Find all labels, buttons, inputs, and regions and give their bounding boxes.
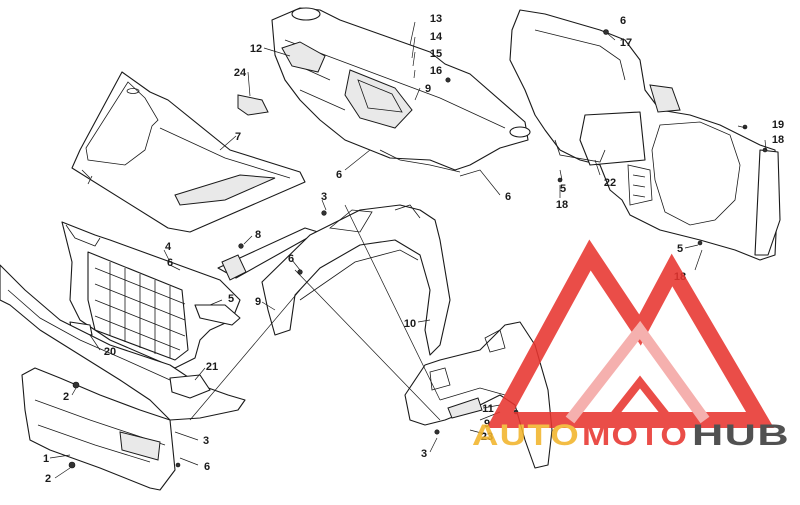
callout-9-top: 9 <box>425 83 431 95</box>
front-dash-assembly <box>271 7 531 173</box>
callout-19: 19 <box>772 119 784 131</box>
lower-bumper-lip <box>0 264 246 421</box>
callout-22: 22 <box>604 177 616 189</box>
right-front-fender <box>404 321 553 469</box>
callout-6-dash-right: 6 <box>505 191 511 203</box>
automotohub-logo-icon <box>486 239 774 428</box>
callout-9-lower: 9 <box>484 418 490 430</box>
callout-14: 14 <box>430 31 443 43</box>
callout-15: 15 <box>430 48 442 60</box>
callout-6-skid: 6 <box>204 461 210 473</box>
callout-4: 4 <box>165 241 172 253</box>
callout-10: 10 <box>404 318 416 330</box>
callout-6-fender: 6 <box>288 253 294 265</box>
callout-6-panel: 6 <box>620 15 626 27</box>
callout-9-mid: 9 <box>255 296 261 308</box>
callout-11: 11 <box>482 403 494 415</box>
callout-13: 13 <box>430 13 442 25</box>
watermark-hub: HUB <box>692 419 790 452</box>
callout-21: 21 <box>206 361 218 373</box>
callout-5-panel: 5 <box>560 183 566 195</box>
front-fender-support <box>261 204 451 356</box>
callout-8: 8 <box>255 229 261 241</box>
callout-labels: 13 14 15 16 9 12 24 7 6 6 6 17 19 18 22 … <box>43 13 784 485</box>
callout-18-top: 18 <box>772 134 784 146</box>
callout-3-fender: 3 <box>421 448 427 460</box>
front-grille-housing <box>61 221 241 369</box>
grille-mesh <box>94 262 186 358</box>
callout-2-lower: 2 <box>45 473 51 485</box>
mounting-bar <box>217 227 319 281</box>
callout-1: 1 <box>43 453 49 465</box>
callout-20: 20 <box>104 346 116 358</box>
callout-16: 16 <box>430 65 442 77</box>
callout-3-top: 3 <box>321 191 327 203</box>
callout-17: 17 <box>620 37 632 49</box>
callout-18-mid: 18 <box>556 199 568 211</box>
callout-7: 7 <box>235 131 241 143</box>
right-side-panel <box>509 9 781 261</box>
lower-skid-plate <box>21 367 181 491</box>
hood-panel <box>71 71 306 233</box>
callout-5-lower: 5 <box>677 243 683 255</box>
leader-lines <box>49 21 767 479</box>
callout-6-dash: 6 <box>336 169 342 181</box>
watermark-moto: MOTO <box>582 419 688 452</box>
callout-5-grille: 5 <box>228 293 234 305</box>
callout-12: 12 <box>250 43 262 55</box>
callout-2-top: 2 <box>63 391 69 403</box>
callout-23: 23 <box>481 431 493 443</box>
callout-3-lower: 3 <box>203 435 209 447</box>
callout-24: 24 <box>234 67 247 79</box>
automotohub-watermark: AUTO MOTO HUB <box>472 239 790 452</box>
callout-6-grille: 6 <box>167 257 173 269</box>
bracket-24 <box>237 94 269 116</box>
watermark-auto: AUTO <box>472 419 580 452</box>
